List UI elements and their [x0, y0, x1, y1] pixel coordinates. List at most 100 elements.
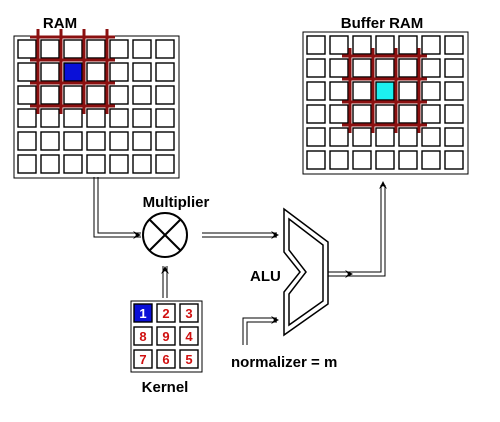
buffer-ram-cell [398, 104, 418, 124]
ram-cell [109, 62, 129, 82]
buffer-ram-cell [444, 35, 464, 55]
buffer-ram-cell [421, 150, 441, 170]
ram-cell [17, 108, 37, 128]
ram-cell [40, 131, 60, 151]
ram-cell [40, 85, 60, 105]
kernel-weight: 4 [185, 329, 193, 344]
buffer-ram-cell [398, 35, 418, 55]
kernel-cell [179, 303, 199, 323]
kernel-cell [156, 349, 176, 369]
ram-cell [132, 131, 152, 151]
ram-cell [132, 39, 152, 59]
ram-cell [63, 39, 83, 59]
buffer-ram-cell [352, 127, 372, 147]
buffer-ram-cell [398, 127, 418, 147]
ram-cell [109, 85, 129, 105]
buffer-ram-cell [329, 58, 349, 78]
buffer-ram-cell [329, 150, 349, 170]
buffer-ram-cell [306, 127, 326, 147]
buffer-ram-cell [352, 81, 372, 101]
buffer-ram-frame [302, 31, 469, 175]
ram-cell [86, 39, 106, 59]
buffer-ram-cell [421, 127, 441, 147]
buffer-ram-cell [352, 150, 372, 170]
buffer-ram-cell [329, 104, 349, 124]
buffer-ram-cell [375, 35, 395, 55]
ram-cell [63, 154, 83, 174]
buffer-ram-cell [444, 81, 464, 101]
buffer-ram-kernel-window [342, 48, 427, 133]
ram-cell [132, 154, 152, 174]
buffer-ram-cell [329, 81, 349, 101]
ram-cell [86, 108, 106, 128]
ram-cell [17, 85, 37, 105]
multiplier-icon [142, 212, 188, 258]
kernel-weight: 8 [139, 329, 146, 344]
buffer-ram-grid [302, 31, 469, 175]
ram-cell [86, 85, 106, 105]
ram-cell [132, 62, 152, 82]
buffer-ram-cell [306, 35, 326, 55]
ram-cell [132, 85, 152, 105]
buffer-ram-cell [306, 58, 326, 78]
ram-cell [40, 154, 60, 174]
wire-ram-to-multiplier-2 [97, 177, 141, 234]
ram-cell [132, 108, 152, 128]
ram-cell [40, 62, 60, 82]
ram-cell [155, 39, 175, 59]
kernel-cell [156, 303, 176, 323]
alu-label: ALU [250, 268, 281, 285]
ram-cell [155, 62, 175, 82]
ram-cell [155, 85, 175, 105]
ram-cell [109, 154, 129, 174]
ram-cell [63, 108, 83, 128]
buffer-ram-cell [352, 58, 372, 78]
buffer-ram-cell [375, 150, 395, 170]
ram-cell [63, 85, 83, 105]
wire-normalizer-to-alu [242, 317, 277, 345]
buffer-ram-cell [375, 127, 395, 147]
ram-cell [17, 154, 37, 174]
ram-cell [155, 108, 175, 128]
wire-normalizer-to-alu-2 [246, 321, 277, 345]
buffer-ram-cell [398, 58, 418, 78]
normalizer-label: normalizer = m [231, 354, 337, 371]
ram-cell [86, 62, 106, 82]
buffer-ram-cell [421, 58, 441, 78]
buffer-ram-cell [306, 81, 326, 101]
kernel-weight: 5 [185, 352, 192, 367]
buffer-ram-cell [398, 81, 418, 101]
ram-kernel-window [30, 29, 115, 114]
kernel-title: Kernel [142, 379, 189, 396]
buffer-ram-cell [398, 150, 418, 170]
buffer-ram-cell [306, 150, 326, 170]
arrow-out-of-alu [345, 270, 353, 278]
buffer-ram-cell [306, 104, 326, 124]
kernel-weight: 9 [162, 329, 169, 344]
ram-cell [155, 131, 175, 151]
buffer-ram-cell [329, 35, 349, 55]
buffer-ram-cell [352, 35, 372, 55]
kernel-weight: 7 [139, 352, 146, 367]
kernel-cell [156, 326, 176, 346]
kernel-cell [179, 326, 199, 346]
buffer-ram-cell [375, 58, 395, 78]
buffer-ram-cell [375, 104, 395, 124]
kernel-cell [179, 349, 199, 369]
kernel-weight: 6 [162, 352, 169, 367]
buffer-ram-cell [421, 81, 441, 101]
arrow-into-multiplier-bottom [161, 266, 169, 274]
ram-cell [109, 131, 129, 151]
ram-cell [63, 131, 83, 151]
ram-cell [86, 154, 106, 174]
ram-cell [155, 154, 175, 174]
kernel-weight: 3 [185, 306, 192, 321]
arrowheads [133, 181, 387, 324]
buffer-ram-cell [444, 127, 464, 147]
buffer-ram-cell [421, 35, 441, 55]
arrow-into-alu-top [271, 231, 279, 239]
buffer-ram-cell [352, 104, 372, 124]
arrow-into-alu-bottom [271, 316, 279, 324]
ram-title: RAM [43, 15, 77, 32]
